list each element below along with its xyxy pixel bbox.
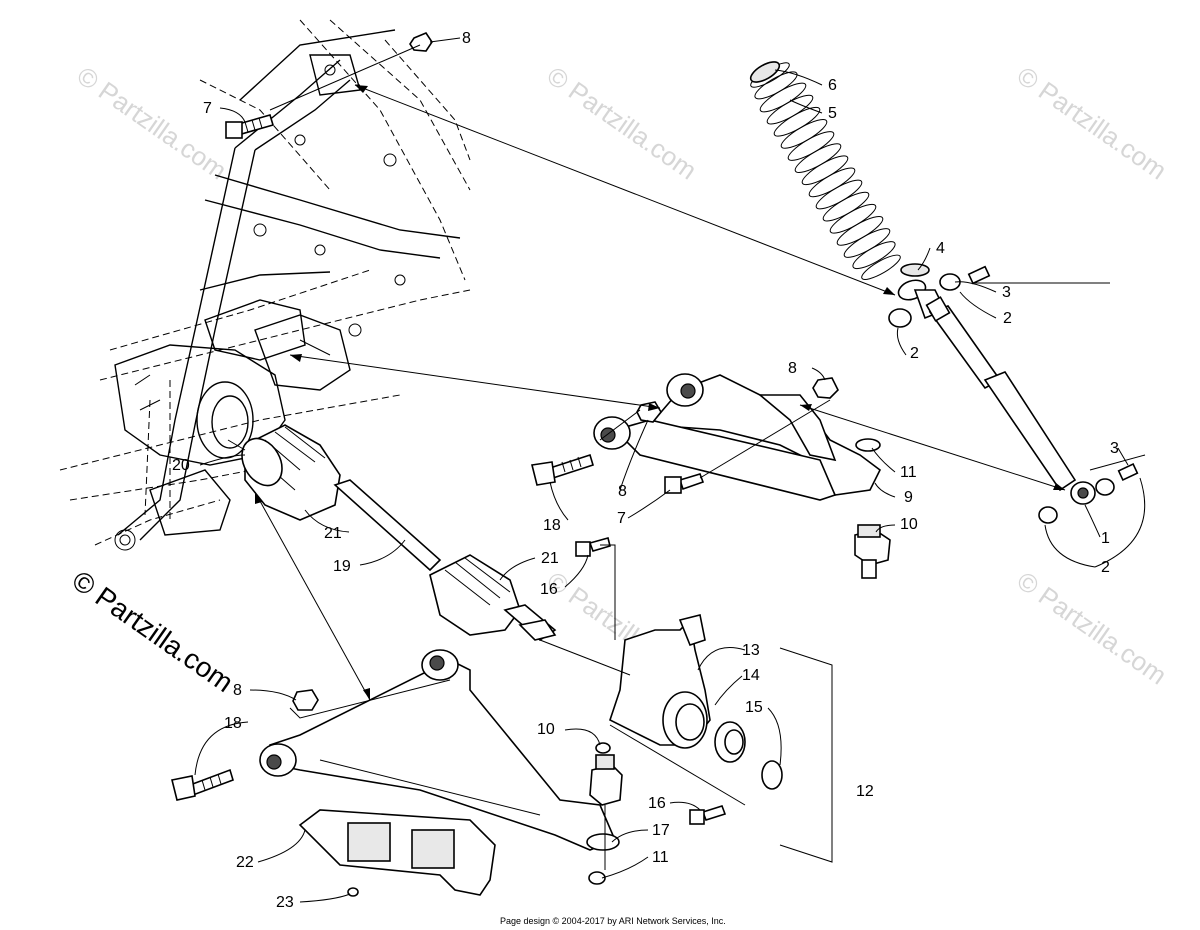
- bushing: [888, 308, 912, 328]
- snap-ring-lower: [588, 871, 606, 885]
- upper-a-arm: [593, 373, 882, 501]
- callout-19: 19: [333, 558, 351, 575]
- callout-20: 20: [172, 457, 190, 474]
- callout-15: 15: [745, 699, 763, 716]
- callout-leaders: [194, 37, 1146, 903]
- steering-knuckle: [609, 614, 783, 790]
- callout-6: 6: [828, 77, 837, 94]
- callout-8: 8: [233, 682, 242, 699]
- callout-8: 8: [788, 360, 797, 377]
- callout-18: 18: [224, 715, 242, 732]
- callout-18: 18: [543, 517, 561, 534]
- sleeve: [967, 265, 991, 285]
- callout-17: 17: [652, 822, 670, 839]
- callout-11: 11: [900, 464, 917, 481]
- callout-16: 16: [540, 581, 558, 598]
- assembly-lines: [254, 44, 1066, 870]
- callout-10: 10: [537, 721, 555, 738]
- callout-labels: 1 2 2 2 3 3 4 5 6 7 7 8 8 8 8 9 10 10 11…: [172, 30, 1119, 911]
- callout-2: 2: [1101, 559, 1110, 576]
- spring-seat: [900, 263, 930, 277]
- ball-joint-upper: [854, 524, 891, 579]
- copyright-footer: Page design © 2004-2017 by ARI Network S…: [500, 916, 726, 926]
- bushing: [1038, 506, 1058, 524]
- callout-7: 7: [617, 510, 626, 527]
- callout-16: 16: [648, 795, 666, 812]
- callout-14: 14: [742, 667, 760, 684]
- watermark: © Partzilla.com: [72, 60, 233, 185]
- shock-absorber: [888, 263, 1146, 524]
- callout-9: 9: [904, 489, 913, 506]
- callout-2: 2: [910, 345, 919, 362]
- callout-3: 3: [1110, 440, 1119, 457]
- drive-axle: [227, 424, 557, 642]
- callout-13: 13: [742, 642, 760, 659]
- watermark: © Partzilla.com: [1012, 565, 1173, 690]
- callout-21: 21: [541, 550, 559, 567]
- callout-22: 22: [236, 854, 254, 871]
- ball-joint-lower: [588, 742, 623, 885]
- callout-8: 8: [618, 483, 627, 500]
- callout-21: 21: [324, 525, 342, 542]
- partzilla-watermark: © Partzilla.com: [67, 565, 239, 699]
- callout-7: 7: [203, 100, 212, 117]
- callout-23: 23: [276, 894, 294, 911]
- callout-1: 1: [1101, 530, 1110, 547]
- callout-11: 11: [652, 849, 669, 866]
- sleeve: [1117, 463, 1139, 481]
- bushing: [1095, 478, 1115, 496]
- callout-10: 10: [900, 516, 918, 533]
- callout-8: 8: [462, 30, 471, 47]
- lower-a-arm: [259, 649, 620, 851]
- skid-plate: [298, 809, 496, 897]
- watermark: © Partzilla.com: [1012, 60, 1173, 185]
- spring-retainer: [749, 61, 781, 83]
- callout-5: 5: [828, 105, 837, 122]
- coil-spring: [749, 61, 901, 280]
- callout-12: 12: [856, 783, 874, 800]
- callout-2: 2: [1003, 310, 1012, 327]
- snap-ring: [855, 438, 881, 452]
- callout-4: 4: [936, 240, 945, 257]
- callout-3: 3: [1002, 284, 1011, 301]
- fasteners: [171, 32, 839, 825]
